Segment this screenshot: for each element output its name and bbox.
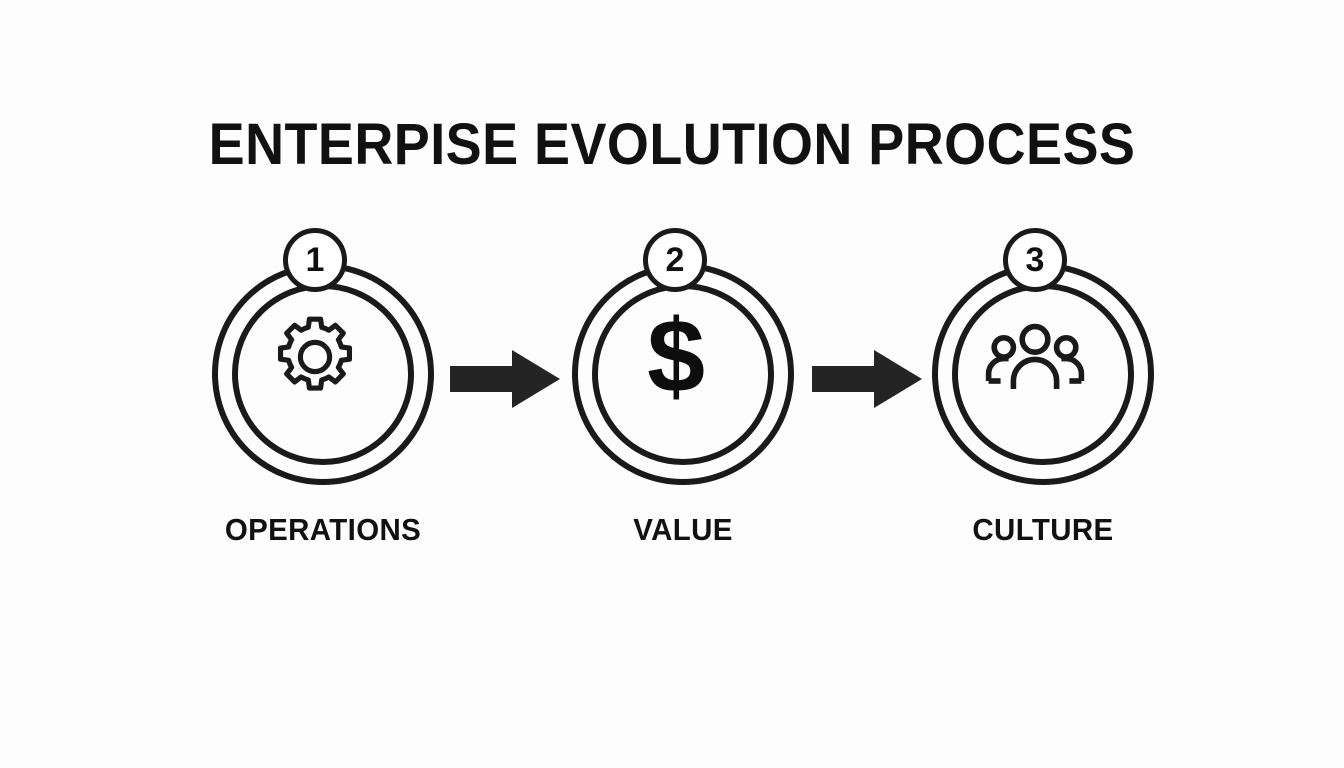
gear-icon — [257, 312, 373, 402]
arrow-right-icon-1 — [450, 348, 560, 410]
process-step-culture[interactable]: 3 CULTURE — [923, 228, 1163, 574]
dollar-sign-icon: $ — [617, 305, 733, 409]
page-title: ENTERPISE EVOLUTION PROCESS — [208, 112, 1136, 177]
step-label-value: VALUE — [633, 512, 733, 547]
process-step-value[interactable]: 2 $ VALUE — [563, 228, 803, 574]
process-steps: 1 OPERATIONS 2 $ VALUE — [0, 228, 1344, 574]
step-number-badge-2: 2 — [643, 228, 707, 292]
dollar-glyph: $ — [647, 299, 705, 415]
step-label-operations: OPERATIONS — [224, 512, 422, 547]
step-number-badge-3: 3 — [1003, 228, 1067, 292]
people-group-icon — [977, 312, 1093, 402]
process-step-operations[interactable]: 1 OPERATIONS — [203, 228, 443, 574]
step-label-culture: CULTURE — [972, 512, 1114, 547]
arrow-right-icon-2 — [812, 348, 922, 410]
step-number-badge-1: 1 — [283, 228, 347, 292]
